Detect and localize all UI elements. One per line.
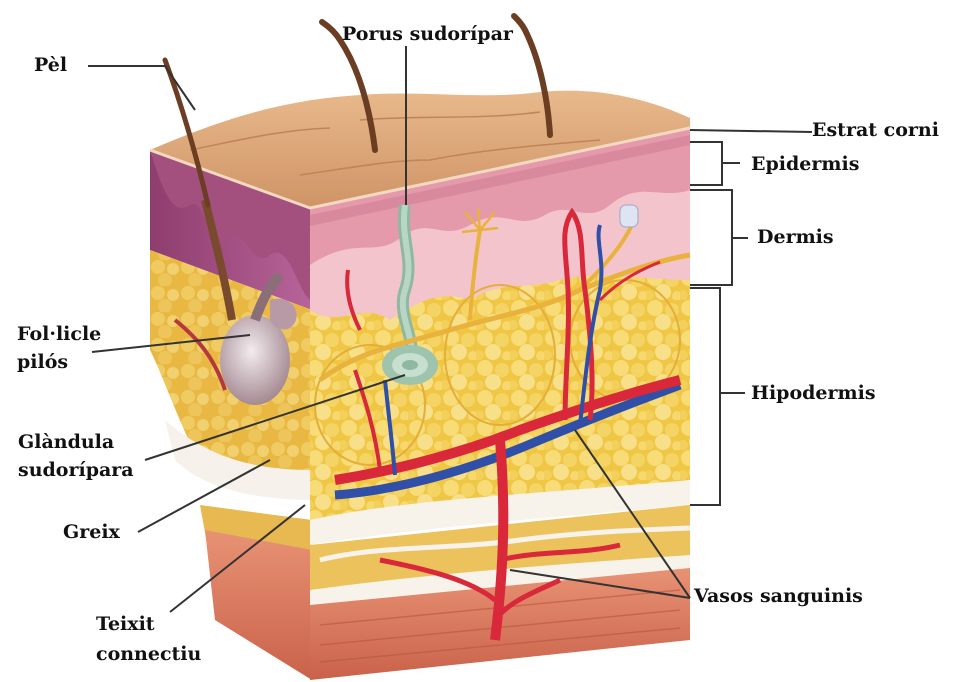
blood-vessels-label: Vasos sanguinis: [694, 584, 863, 608]
epidermis-label: Epidermis: [751, 152, 859, 176]
dermis-label: Dermis: [757, 225, 834, 249]
hypodermis-bracket: [690, 288, 745, 505]
connective-tissue-label-line2: connectiu: [96, 642, 201, 666]
stratum-corneum-label: Estrat corni: [812, 118, 939, 142]
hypodermis-label: Hipodermis: [751, 381, 876, 405]
hair-label: Pèl: [34, 53, 67, 77]
dermis-bracket: [690, 190, 748, 285]
hair-follicle-label-line1: Fol·licle: [17, 322, 101, 346]
sweat-gland-label-line1: Glàndula: [18, 430, 114, 454]
stratum-corneum-callout-line: [690, 130, 812, 132]
sweat-gland-label-line2: sudorípara: [18, 458, 134, 482]
sweat-pore-label: Porus sudorípar: [342, 22, 513, 46]
fat-label: Greix: [63, 520, 120, 544]
connective-tissue-label-line1: Teixit: [96, 612, 155, 636]
epidermis-bracket: [690, 142, 740, 185]
left-side-face: [150, 150, 312, 680]
hair-follicle-label-line2: pilós: [17, 350, 68, 374]
